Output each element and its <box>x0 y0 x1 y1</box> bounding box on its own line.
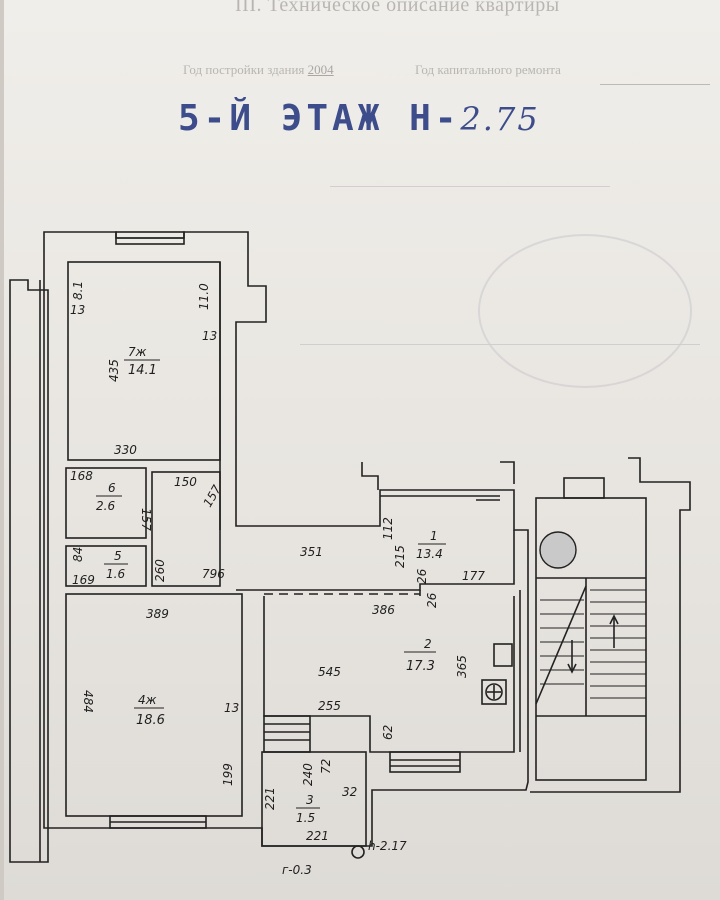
room-2-number: 2 <box>424 637 432 651</box>
room-6-number: 6 <box>108 481 116 495</box>
room-1-area: 13.4 <box>416 547 443 561</box>
dim-240: 240 <box>301 763 315 786</box>
dim-177: 177 <box>462 569 485 583</box>
dim-62: 62 <box>381 725 395 740</box>
repair-year-underline <box>600 84 710 85</box>
dim-255: 255 <box>318 699 341 713</box>
dim-545: 545 <box>318 665 341 679</box>
dim-221-b: 221 <box>306 829 329 843</box>
dim-221-a: 221 <box>263 787 277 810</box>
dim-32: 32 <box>342 785 357 799</box>
doorway-steps <box>263 715 311 753</box>
room-5-dim-1: 84 <box>71 547 85 562</box>
room-3 <box>261 751 367 847</box>
room-1-number: 1 <box>430 529 438 543</box>
dim-260: 260 <box>153 559 167 582</box>
dim-26-b: 26 <box>425 592 439 608</box>
room-7-niche: 8.1 <box>71 281 85 300</box>
room-2 <box>263 596 515 753</box>
room-4-wall: 13 <box>224 701 239 715</box>
room-4-number: 4ж <box>138 693 157 707</box>
ceiling-height-note: h-2.17 <box>368 839 407 853</box>
window-room-2 <box>389 751 461 773</box>
drain-circle <box>351 845 365 859</box>
room-7-width: 330 <box>114 443 137 457</box>
room-1 <box>236 530 515 591</box>
dim-150: 150 <box>174 475 197 489</box>
floor-height: 2.75 <box>460 100 540 138</box>
room-5-area: 1.6 <box>106 567 125 581</box>
ghost-text-line <box>330 186 610 187</box>
dim-386: 386 <box>372 603 395 617</box>
dim-796: 796 <box>202 567 225 581</box>
room-3-area: 1.5 <box>296 811 315 825</box>
dim-351: 351 <box>300 545 323 559</box>
dim-112: 112 <box>381 517 395 540</box>
section-title: III. Техническое описание квартиры <box>235 0 560 16</box>
dim-26: 26 <box>415 568 429 584</box>
corridor-segment <box>151 471 221 587</box>
elevator-circle <box>539 531 577 569</box>
threshold-note: г-0.3 <box>282 863 312 877</box>
room-6-dim-2: 157 <box>139 508 153 531</box>
room-7-length: 435 <box>107 359 121 382</box>
ghost-text-line <box>300 344 700 345</box>
room-7-wall-right: 13 <box>202 329 217 343</box>
room-6-dim-1: 168 <box>70 469 93 483</box>
room-6-area: 2.6 <box>96 499 115 513</box>
room-3-number: 3 <box>306 793 314 807</box>
stove-box <box>493 643 513 667</box>
dim-365: 365 <box>455 655 469 678</box>
room-7-number: 7ж <box>128 345 147 359</box>
sink-box <box>481 679 507 705</box>
room-4-area: 18.6 <box>136 713 165 728</box>
dim-215: 215 <box>393 545 407 568</box>
exterior-wall-left <box>9 279 49 863</box>
room-7-area: 14.1 <box>128 363 157 378</box>
room-4-width: 389 <box>146 607 169 621</box>
page-edge <box>0 0 4 900</box>
exterior-wall-main <box>43 231 529 847</box>
room-4-length: 484 <box>81 690 95 713</box>
room-6 <box>65 467 147 539</box>
room-5-dim-2: 169 <box>72 573 95 587</box>
stair-outline <box>530 457 691 793</box>
repair-year-label: Год капитального ремонта <box>415 62 561 77</box>
floor-stamp: 5-Й ЭТАЖ Н-2.75 <box>178 98 540 139</box>
room-7-right: 11.0 <box>197 283 211 310</box>
room-2-area: 17.3 <box>406 659 435 674</box>
room-4-dim-bottom: 199 <box>221 763 235 786</box>
room-5 <box>65 545 147 587</box>
dim-72: 72 <box>319 759 333 774</box>
faded-seal <box>478 234 692 388</box>
build-year-label: Год постройки здания 2004 <box>183 62 334 77</box>
room-7-wall-left: 13 <box>70 303 85 317</box>
room-5-number: 5 <box>114 549 122 563</box>
